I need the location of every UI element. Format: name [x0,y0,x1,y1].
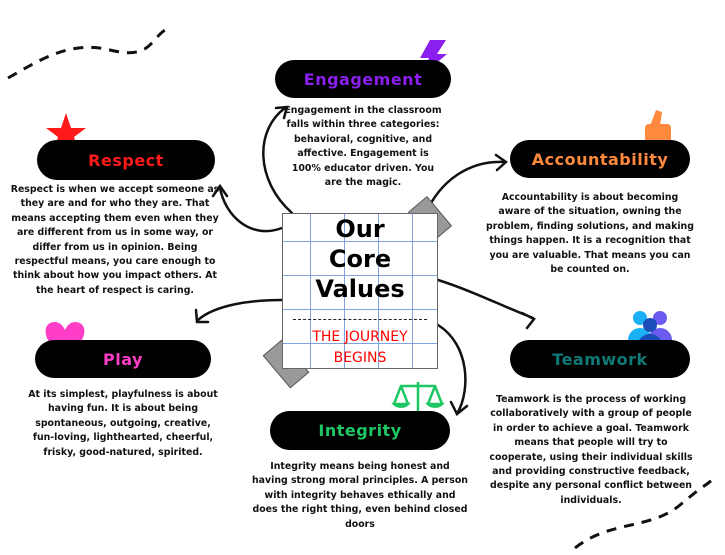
integrity-pill: Integrity [270,411,450,450]
arrow-to-play [194,298,284,324]
engagement-pill: Engagement [275,60,451,98]
divider [293,319,427,320]
accountability-pill: Accountability [510,140,690,178]
respect-desc: Respect is when we accept someone as the… [10,184,220,296]
arrow-to-integrity [436,323,469,416]
teamwork-pill: Teamwork [510,340,690,378]
play-pill: Play [35,340,211,378]
integrity-desc: Integrity means being honest and having … [252,461,468,530]
arrow-to-respect [211,183,284,233]
respect-pill: Respect [37,140,215,180]
arrow-to-teamwork [436,278,536,330]
play-desc: At its simplest, playfulness is about ha… [28,389,218,458]
accountability-desc: Accountability is about becoming aware o… [486,192,694,276]
teamwork-desc: Teamwork is the process of working colla… [489,394,693,506]
star-icon [46,113,86,152]
dashed-curve-bottom-right [574,478,713,550]
engagement-desc: Engagement in the classroom falls within… [284,105,442,189]
dashed-curve-top-left [7,28,166,80]
arrow-to-engagement [262,105,294,215]
